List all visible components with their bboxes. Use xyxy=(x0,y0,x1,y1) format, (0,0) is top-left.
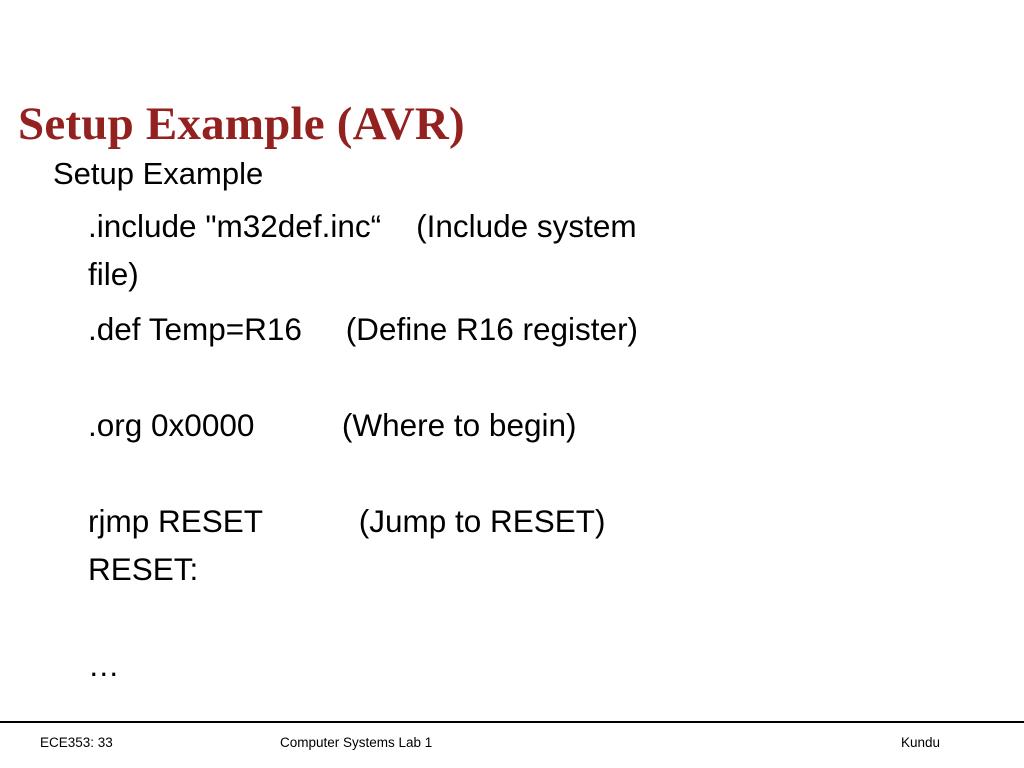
footer-course-title: Computer Systems Lab 1 xyxy=(280,735,433,750)
footer-divider xyxy=(0,721,1024,723)
footer-course-slide-number: ECE353: 33 xyxy=(40,735,113,750)
code-line-blank-1 xyxy=(88,362,1024,410)
footer-author: Kundu xyxy=(901,735,941,750)
code-line-blank-2 xyxy=(88,458,1024,506)
code-line-include-wrap: file) xyxy=(88,256,139,292)
page-title: Setup Example (AVR) xyxy=(18,98,465,151)
slide-body: Setup Example .include "m32def.inc“ (Inc… xyxy=(0,158,1024,698)
code-line-include: .include "m32def.inc“ (Include system xyxy=(88,208,637,244)
code-line-rjmp: rjmp RESET (Jump to RESET) xyxy=(88,503,606,539)
footer: ECE353: 33 Computer Systems Lab 1 Kundu xyxy=(0,735,1024,759)
bullet-level1-setup-example: Setup Example xyxy=(53,156,264,191)
code-line-def: .def Temp=R16 (Define R16 register) xyxy=(88,311,639,347)
code-line-blank-3 xyxy=(88,602,1024,650)
code-line-reset-label: RESET: xyxy=(88,551,199,587)
code-line-org: .org 0x0000 (Where to begin) xyxy=(88,407,577,443)
code-line-ellipsis: … xyxy=(88,647,120,683)
